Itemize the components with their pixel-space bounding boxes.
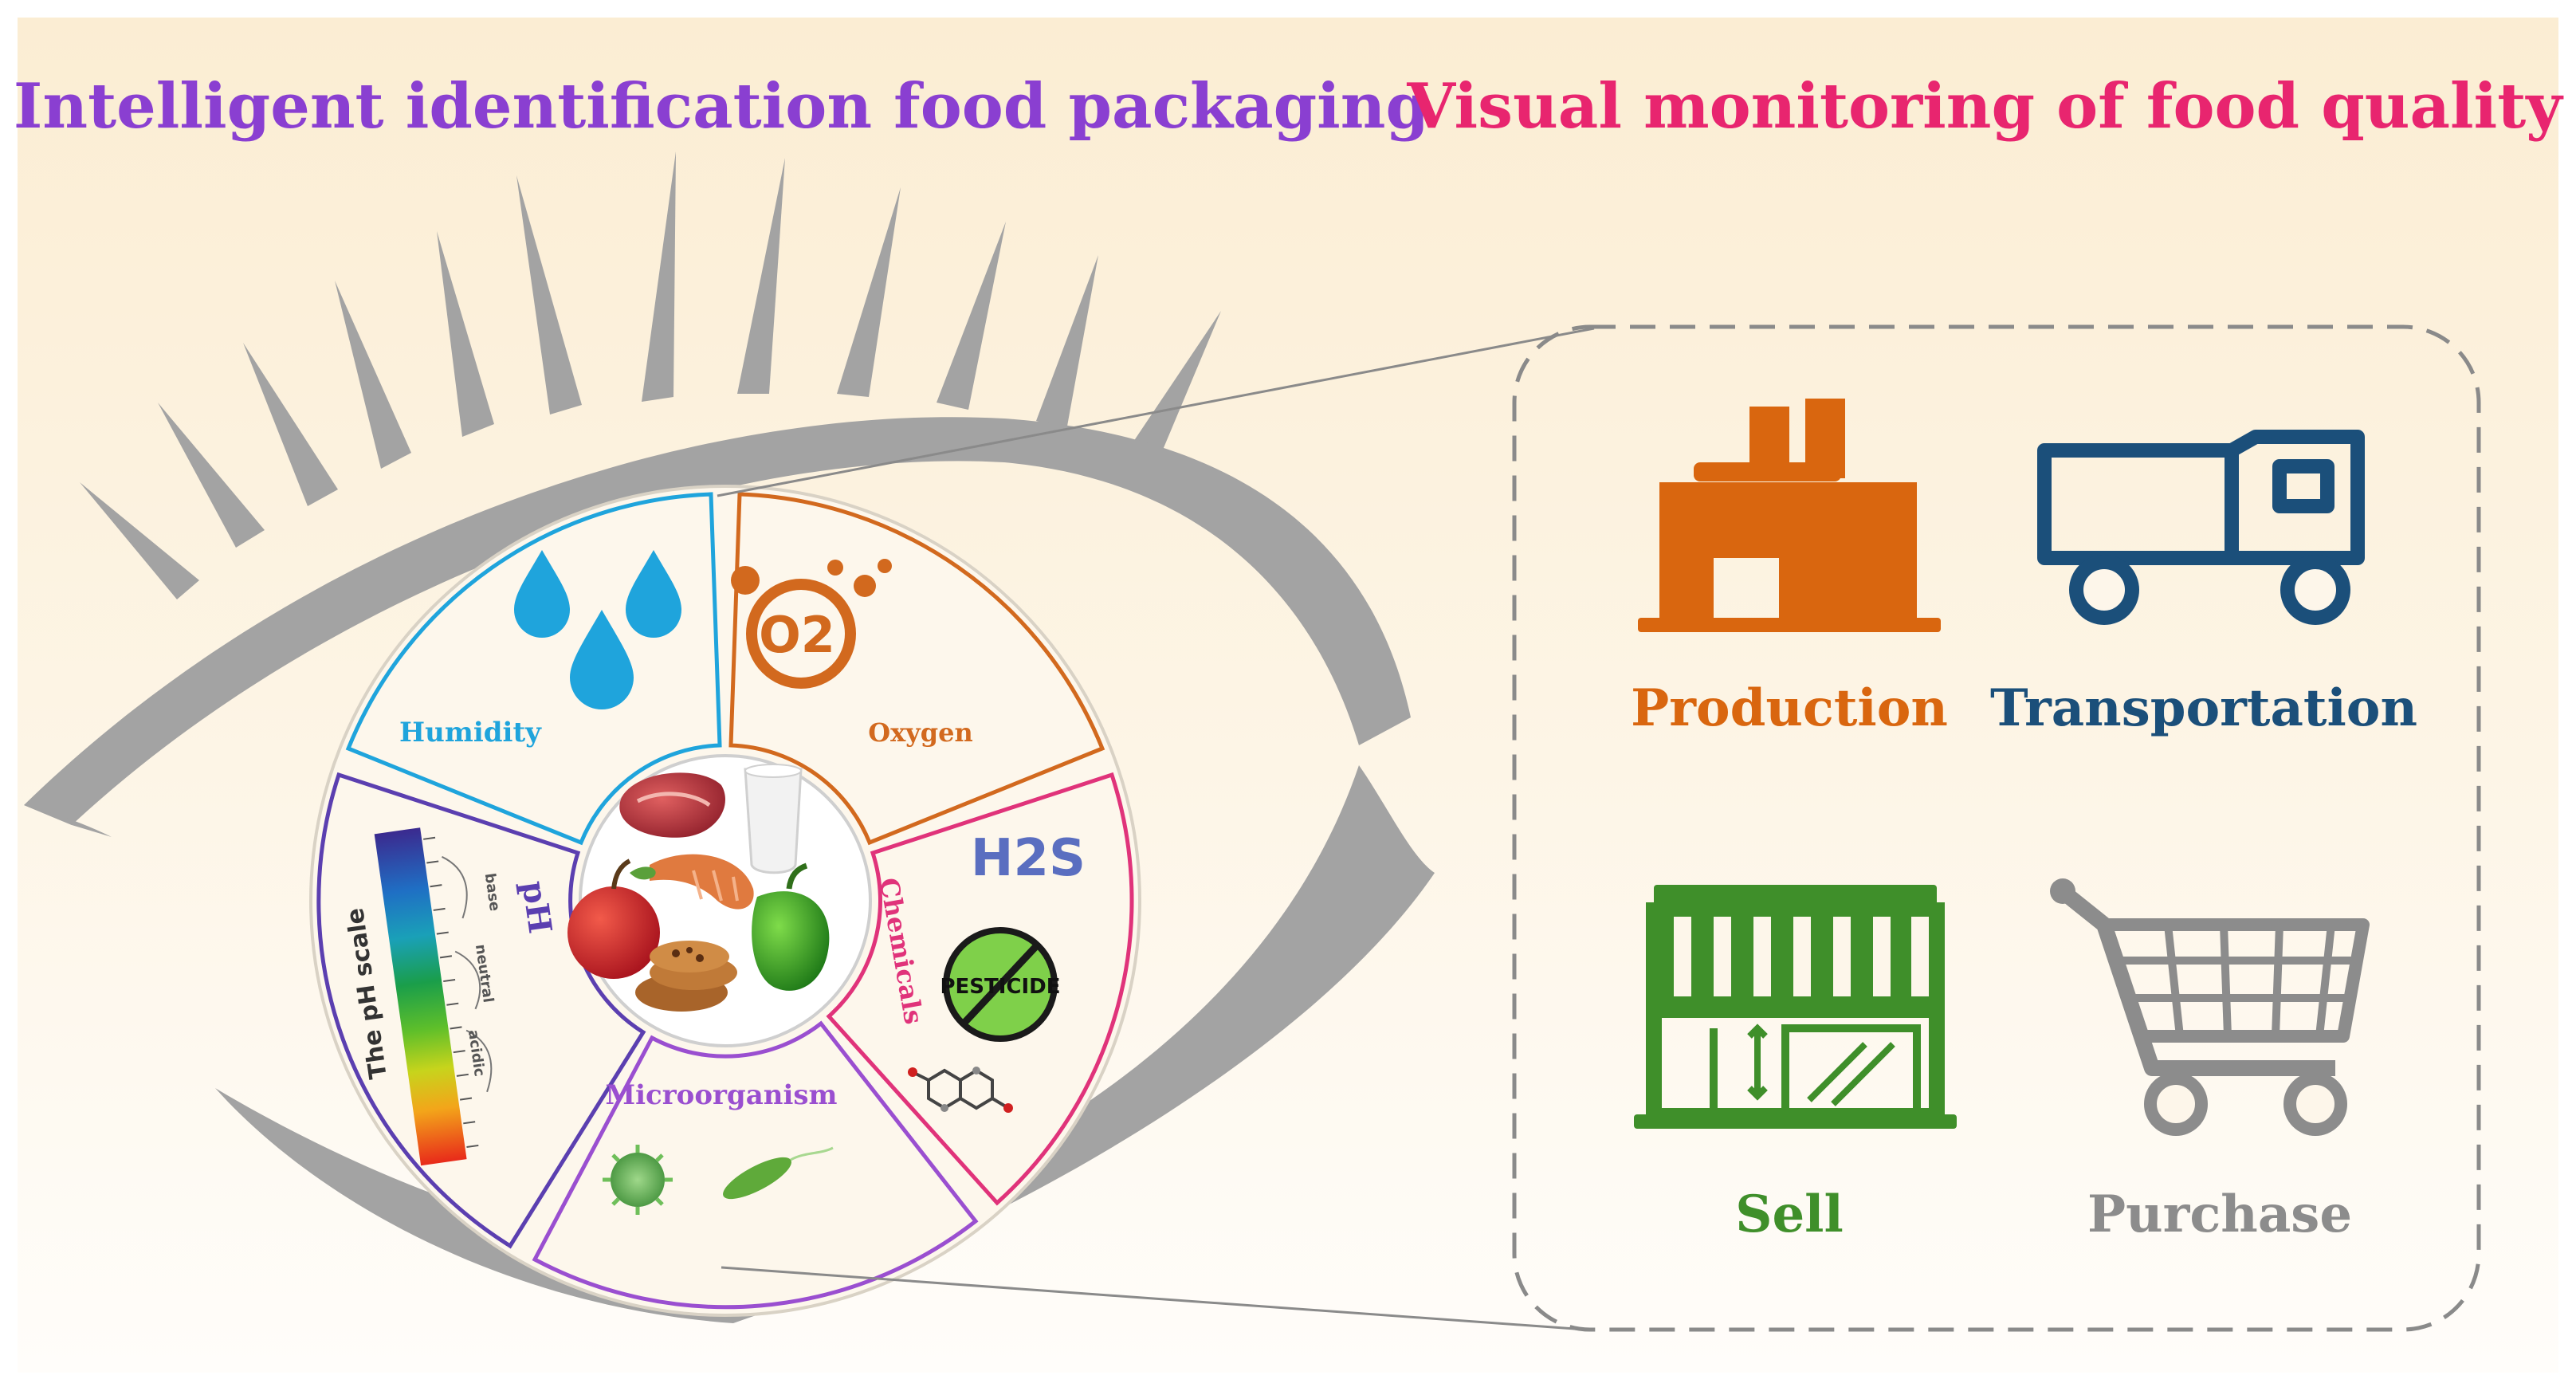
cart-icon [2050, 878, 2370, 1136]
truck-icon [2037, 430, 2365, 625]
eye-outline [24, 417, 1435, 1323]
pepper-icon [752, 891, 830, 991]
bacteria-icon [723, 1146, 834, 1200]
h2s-formula: H2S [971, 829, 1086, 888]
zoom-lines [717, 327, 1595, 1331]
shrimp-icon [650, 854, 754, 910]
pesticide-label: PESTICIDE [940, 975, 1060, 999]
milk-icon [744, 768, 803, 874]
chemicals-segment [826, 772, 1134, 1206]
transportation-label: Transportation [1990, 678, 2417, 738]
microorganism-segment [532, 1020, 979, 1310]
humidity-label: Humidity [399, 717, 542, 749]
water-drops-icon [514, 550, 681, 709]
segment-outlines [316, 492, 1134, 1310]
microorganism-label: Microorganism [606, 1079, 838, 1111]
store-icon [1634, 885, 1957, 1129]
sell-label: Sell [1735, 1185, 1844, 1244]
molecule-icon [908, 1067, 1013, 1113]
monitoring-panel [1512, 324, 2481, 1332]
factory-icon [1638, 399, 1941, 632]
pesticide-icon [943, 927, 1058, 1042]
humidity-segment [345, 492, 722, 846]
ph-scale-bar [374, 827, 493, 1166]
oxygen-icon [731, 559, 892, 689]
apple-icon [567, 886, 660, 979]
ph-label: pH [515, 878, 560, 936]
purchase-label: Purchase [2087, 1185, 2352, 1244]
ph-segment [316, 772, 646, 1249]
food-icons [567, 764, 830, 1012]
oxygen-formula: O2 [759, 606, 835, 664]
oxygen-segment [728, 492, 1105, 846]
eyelashes [80, 151, 1221, 599]
left-title: Intelligent identification food packagin… [14, 70, 1429, 143]
oxygen-label: Oxygen [868, 717, 973, 748]
meat-icon [619, 772, 725, 838]
virus-icon [603, 1145, 673, 1215]
eye-corner [24, 805, 112, 837]
production-label: Production [1631, 678, 1948, 738]
right-title: Visual monitoring of food quality [1406, 70, 2564, 143]
